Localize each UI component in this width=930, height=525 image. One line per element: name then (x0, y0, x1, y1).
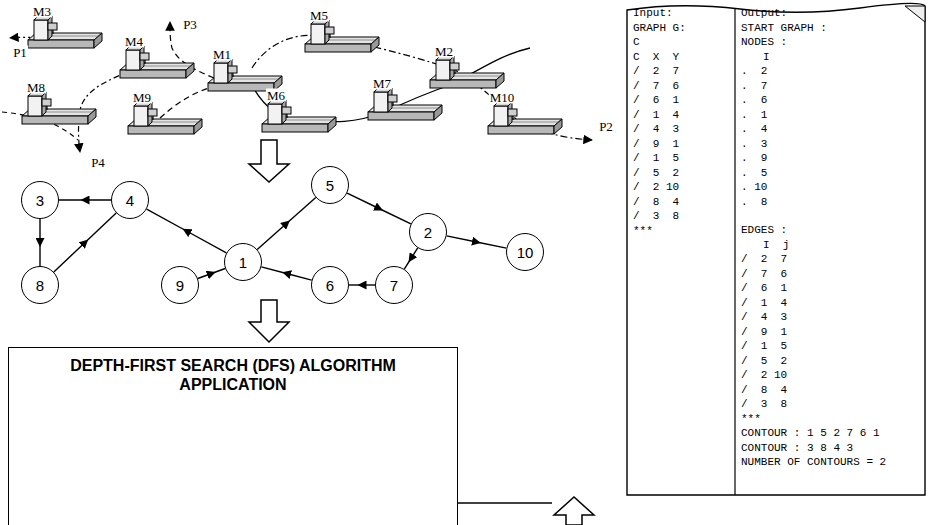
path-label: P2 (598, 120, 614, 133)
listing-line: / 6 1 (633, 95, 679, 106)
graph-node-circle: 7 (375, 266, 413, 304)
machine-label: M6 (266, 89, 286, 102)
listing-line: . 3 (741, 139, 767, 150)
listing-line: . 4 (741, 124, 767, 135)
path-label: P4 (90, 156, 106, 169)
machine-label: M7 (372, 77, 392, 90)
machine-label: M9 (132, 91, 152, 104)
listing-line: / 4 3 (633, 124, 679, 135)
machine-label: M4 (124, 35, 144, 48)
machine-label: M5 (309, 9, 329, 22)
node-number: 2 (424, 225, 432, 240)
listing-line: . 7 (741, 81, 767, 92)
listing-line: . 9 (741, 153, 767, 164)
graph-node-circle: 2 (409, 213, 447, 251)
machine-label: M3 (32, 5, 52, 18)
listing-line: I (763, 52, 770, 63)
listing-line: / 5 2 (741, 356, 787, 367)
listing-line: / 7 6 (633, 81, 679, 92)
machine-label: M10 (489, 91, 516, 104)
listing-line: C (633, 37, 640, 48)
listing-line: / 4 3 (741, 312, 787, 323)
listing-line: CONTOUR : 3 8 4 3 (741, 443, 853, 454)
listing-line: / 9 1 (741, 327, 787, 338)
graph-edge (261, 267, 311, 280)
listing-line: C X Y (633, 52, 679, 63)
listing-line: / 5 2 (633, 168, 679, 179)
algorithm-box: DEPTH-FIRST SEARCH (DFS) ALGORITHM APPLI… (8, 347, 458, 525)
graph-node-circle: 1 (224, 243, 262, 281)
node-number: 1 (239, 255, 247, 270)
listing-line: . 2 (741, 66, 767, 77)
listing-line: / 1 4 (741, 298, 787, 309)
path-label: P1 (12, 46, 28, 59)
listing-line: / 3 8 (741, 399, 787, 410)
graph-edge (198, 269, 225, 279)
listing-line: / 2 10 (741, 370, 787, 381)
listing-line: / 6 1 (741, 283, 787, 294)
graph-edge (59, 199, 111, 200)
listing-line: I j (763, 240, 789, 251)
node-number: 7 (390, 278, 398, 293)
machine-label: M1 (212, 48, 232, 61)
machine-label: M8 (26, 81, 46, 94)
graph-node-circle: 10 (506, 233, 544, 271)
node-number: 8 (36, 278, 44, 293)
listing-line: . 8 (741, 197, 767, 208)
node-number: 10 (517, 245, 534, 260)
listing-line: / 1 5 (633, 153, 679, 164)
algorithm-title: DEPTH-FIRST SEARCH (DFS) ALGORITHM APPLI… (63, 356, 403, 394)
graph-node-circle: 9 (161, 266, 199, 304)
graph-node-circle: 8 (21, 266, 59, 304)
machine-label: M2 (434, 45, 454, 58)
listing-line: EDGES : (741, 225, 787, 236)
graph-node-circle: 5 (311, 166, 349, 204)
node-number: 6 (326, 278, 334, 293)
graph-edge (54, 213, 116, 272)
graph-edge (404, 248, 417, 269)
listing-line: Output: (741, 8, 787, 19)
graph-edge (257, 198, 316, 250)
listing-line: . 6 (741, 95, 767, 106)
path-label: P3 (182, 18, 198, 31)
node-number: 5 (326, 178, 334, 193)
graph-node-circle: 3 (21, 181, 59, 219)
graph-node-circle: 4 (111, 181, 149, 219)
listing-line: / 3 8 (633, 211, 679, 222)
listing-line: / 2 10 (633, 182, 679, 193)
listing-line: / 1 5 (741, 341, 787, 352)
listing-line: Input: (633, 8, 673, 19)
listing-line: / 2 7 (741, 254, 787, 265)
listing-line: / 8 4 (633, 197, 679, 208)
listing-line: NODES : (741, 37, 787, 48)
graph-node-circle: 6 (311, 266, 349, 304)
listing-line: NUMBER OF CONTOURS = 2 (741, 457, 886, 468)
listing-line: / 9 1 (633, 139, 679, 150)
graph-edge (349, 284, 375, 285)
listing-line: . 1 (741, 110, 767, 121)
graph-edge (147, 209, 227, 253)
listing-line: / 7 6 (741, 269, 787, 280)
graph-edge (447, 236, 507, 248)
listing-line: / 2 7 (633, 66, 679, 77)
listing-line: . 10 (741, 182, 767, 193)
listing-line: *** (741, 414, 761, 425)
graph-edge (39, 219, 40, 266)
graph-edge (347, 193, 411, 224)
listing-line: GRAPH G: (633, 23, 686, 34)
listing-line: *** (633, 226, 653, 237)
listing-line: / 1 4 (633, 110, 679, 121)
listing-line: START GRAPH : (741, 23, 827, 34)
listing-line: . 5 (741, 168, 767, 179)
listing-line: / 8 4 (741, 385, 787, 396)
node-number: 3 (36, 193, 44, 208)
listing-line: CONTOUR : 1 5 2 7 6 1 (741, 428, 880, 439)
node-number: 4 (126, 193, 134, 208)
node-number: 9 (176, 278, 184, 293)
